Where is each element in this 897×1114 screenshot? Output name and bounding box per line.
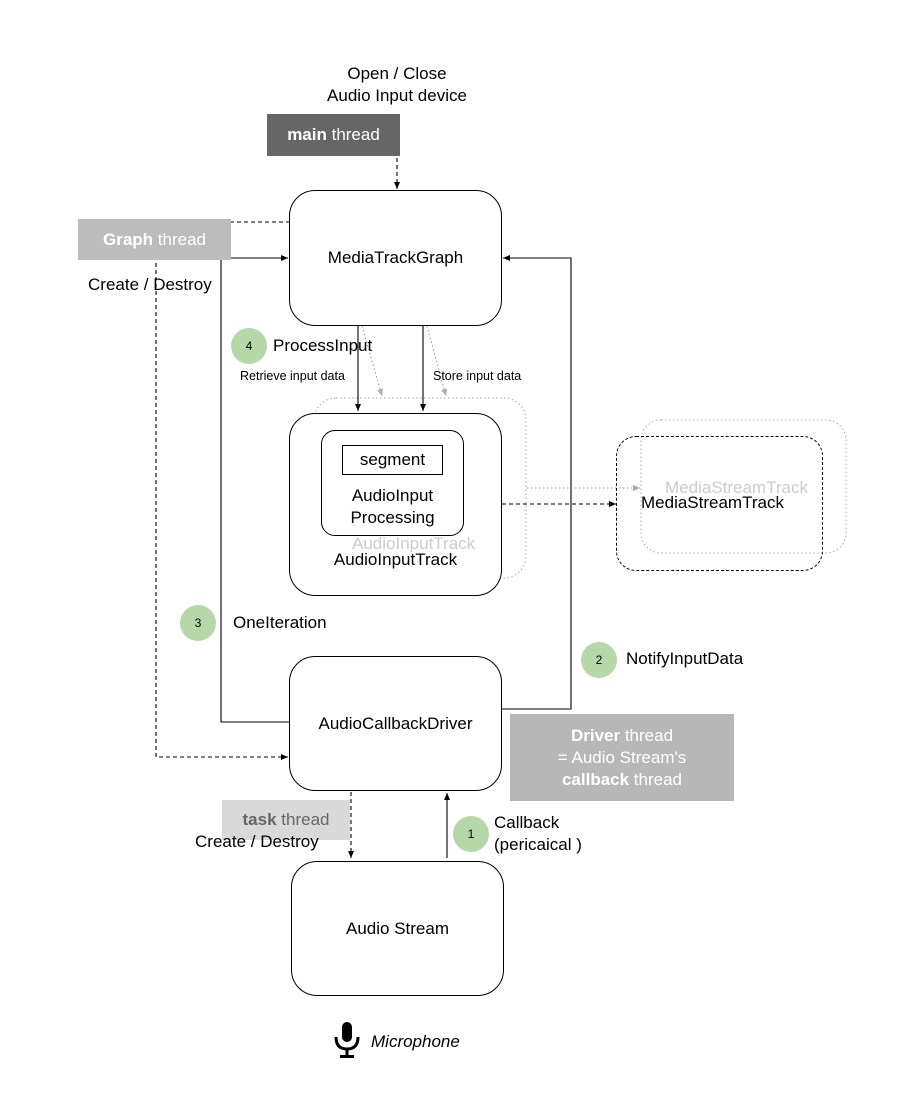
graph-thread-label: Graph thread (78, 219, 231, 260)
step-1-line2: (pericaical ) (494, 835, 582, 854)
microphone-label: Microphone (371, 1032, 460, 1051)
step-3-label: OneIteration (233, 613, 327, 632)
step-2-label: NotifyInputData (626, 649, 744, 668)
graph-thread-bold: Graph (103, 229, 154, 249)
step-3-badge: 3 (180, 605, 216, 641)
segment-box: segment (342, 445, 443, 475)
step-1-line1: Callback (494, 813, 560, 832)
step-4-number: 4 (245, 339, 253, 353)
audio-stream-node: Audio Stream (291, 861, 504, 996)
main-thread-label: main thread (267, 114, 400, 156)
step-3-number: 3 (194, 616, 202, 630)
audio-input-track-label: AudioInputTrack (333, 550, 458, 569)
driver-thread-bold: Driver (570, 725, 621, 745)
audio-input-processing-label: AudioInput Processing (321, 485, 464, 529)
step-1-badge: 1 (453, 816, 489, 852)
audio-stream-label: Audio Stream (346, 918, 449, 938)
audio-input-track-ghost-label: AudioInputTrack (352, 534, 476, 553)
audio-callback-driver-node: AudioCallbackDriver (289, 656, 502, 791)
audio-input-processing-node (321, 430, 464, 536)
graph-create-destroy-label: Create / Destroy (88, 275, 212, 294)
media-stream-track-node (616, 436, 823, 571)
media-stream-track-ghost-label: MediaStreamTrack (665, 478, 808, 497)
microphone-icon (334, 1022, 360, 1058)
task-thread-bold: task (242, 810, 277, 829)
step-2-number: 2 (595, 653, 603, 667)
step-4-badge: 4 (231, 328, 267, 364)
graph-create-destroy-wire (155, 221, 290, 760)
driver-thread-callback-bold: callback (561, 769, 630, 789)
media-track-graph-node: MediaTrackGraph (289, 190, 502, 326)
driver-thread-label: Driver thread = Audio Stream's callback … (510, 714, 734, 801)
open-close-line2: Audio Input device (327, 86, 467, 105)
store-label: Store input data (433, 369, 522, 383)
graph-thread-rest: thread (153, 229, 206, 249)
driver-thread-rest: thread (620, 725, 674, 745)
task-thread-label: task thread (222, 800, 350, 840)
retrieve-ghost-arrow (361, 325, 383, 397)
main-thread-bold: main (287, 125, 327, 144)
segment-label: segment (359, 450, 426, 469)
media-track-graph-label: MediaTrackGraph (327, 248, 464, 267)
processing-line2: Processing (350, 508, 435, 527)
retrieve-label: Retrieve input data (240, 369, 345, 383)
notify-input-data-wire (502, 255, 572, 710)
step-4-label: ProcessInput (273, 336, 373, 355)
step-1-number: 1 (467, 827, 475, 841)
media-stream-track-label: MediaStreamTrack (641, 493, 784, 512)
driver-thread-callback-rest: thread (629, 769, 683, 789)
audio-callback-driver-label: AudioCallbackDriver (318, 713, 473, 733)
one-iteration-wire (220, 255, 289, 723)
driver-thread-line2: = Audio Stream's (557, 747, 687, 767)
store-ghost-arrow (426, 325, 448, 397)
task-thread-rest: thread (276, 810, 330, 829)
processing-line1: AudioInput (351, 486, 434, 505)
task-create-destroy-label: Create / Destroy (195, 832, 319, 851)
step-1-label: Callback (pericaical ) (494, 812, 582, 856)
step-2-badge: 2 (581, 642, 617, 678)
open-close-label: Open / Close Audio Input device (320, 63, 474, 107)
open-close-line1: Open / Close (347, 64, 447, 83)
main-thread-rest: thread (326, 125, 380, 144)
